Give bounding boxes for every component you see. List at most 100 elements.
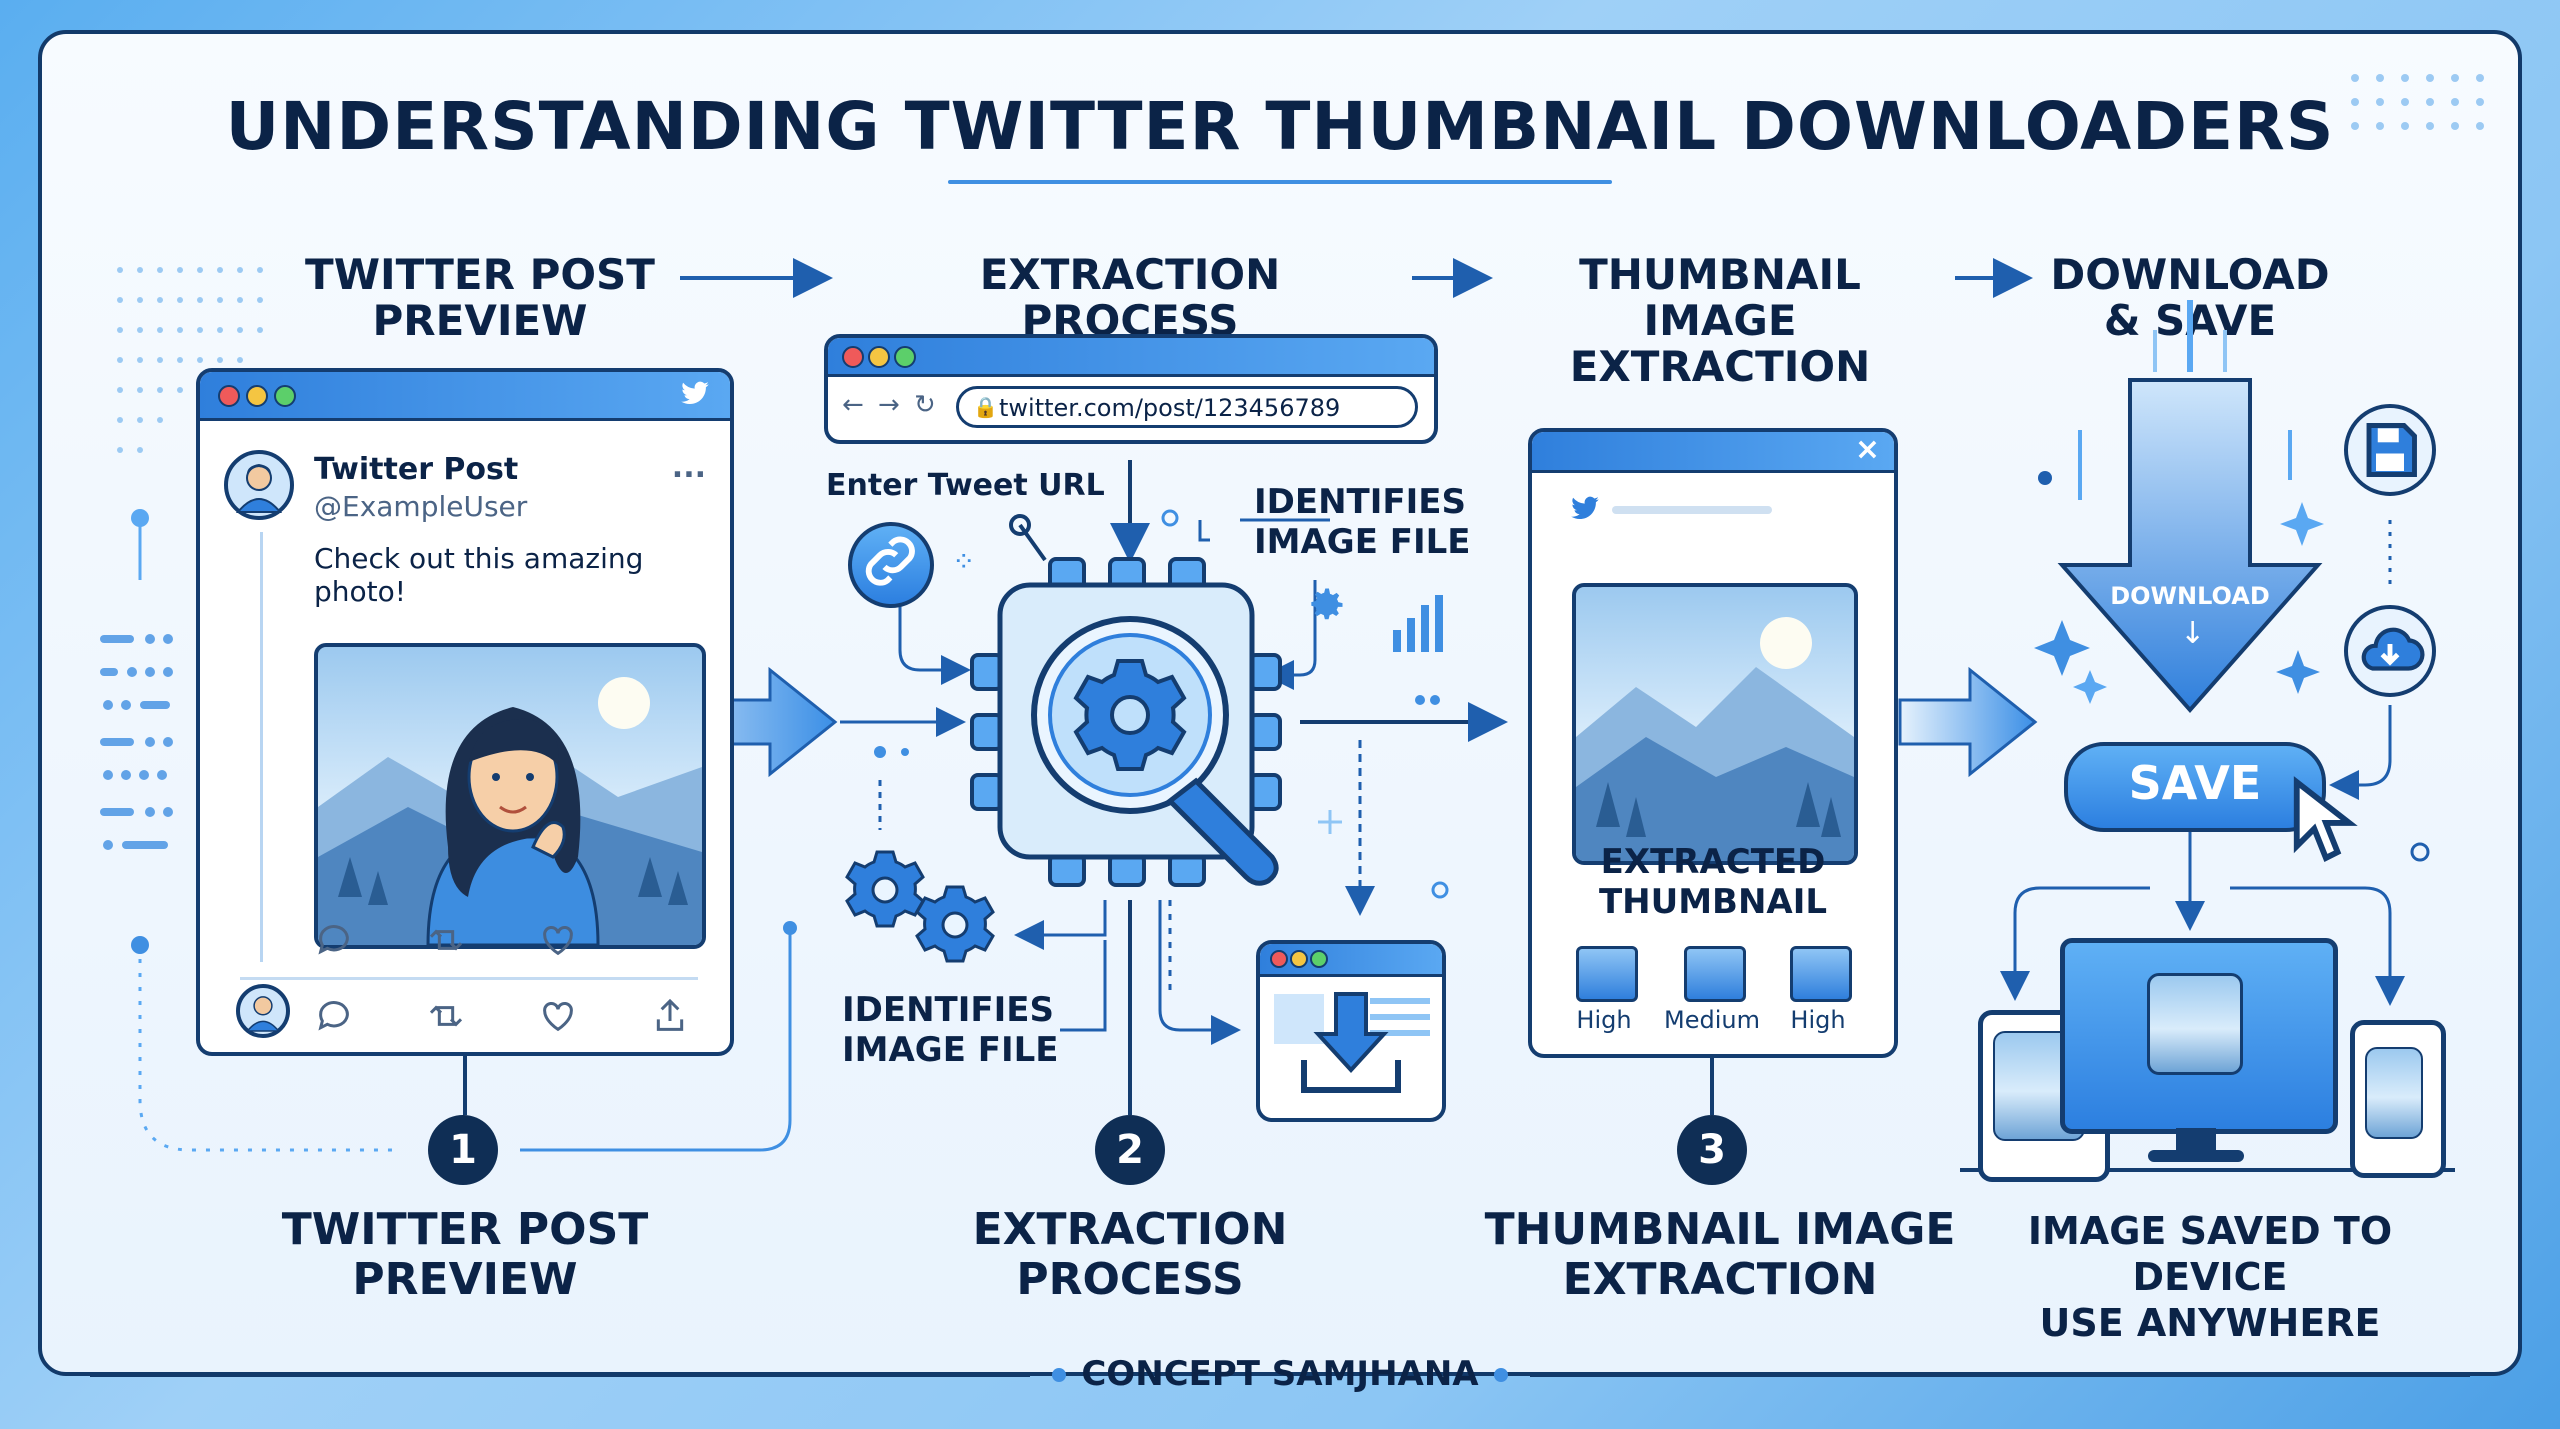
step-label-4: IMAGE SAVED TO DEVICE USE ANYWHERE — [1960, 1208, 2460, 1346]
footer-brand: CONCEPT SAMJHANA — [1081, 1354, 1479, 1394]
step-number-3: 3 — [1677, 1115, 1747, 1185]
reload-icon[interactable]: ↻ — [914, 390, 936, 420]
monitor-stand — [2176, 1128, 2216, 1150]
small-gear-icon — [1311, 588, 1343, 620]
step-number-1: 1 — [428, 1115, 498, 1185]
step-label-1-line2: PREVIEW — [352, 1254, 578, 1305]
title-underline — [948, 180, 1612, 184]
download-file-window — [1256, 940, 1446, 1122]
like-icon-2[interactable] — [538, 996, 578, 1036]
desktop-monitor — [2060, 938, 2338, 1134]
step-label-3: THUMBNAIL IMAGE EXTRACTION — [1480, 1205, 1960, 1305]
identifies-bottom-line1: IDENTIFIES — [842, 990, 1054, 1030]
identifies-top-line1: IDENTIFIES — [1254, 482, 1466, 522]
window-maximize-dot[interactable] — [274, 385, 296, 407]
thumbnail-window: × EXTRACTED THUMBNAIL High Medium High — [1528, 428, 1898, 1058]
monitor-base — [2148, 1150, 2244, 1162]
avatar[interactable] — [224, 450, 294, 520]
browser-close-dot[interactable] — [842, 346, 864, 368]
dl-line-1 — [1370, 998, 1430, 1004]
step-label-1-line1: TWITTER POST — [281, 1204, 649, 1255]
url-text: twitter.com/post/123456789 — [999, 394, 1341, 422]
extracted-thumbnail-caption: EXTRACTED THUMBNAIL — [1532, 842, 1894, 922]
download-window-titlebar — [1260, 944, 1442, 977]
more-options-icon[interactable]: ... — [671, 450, 706, 485]
footer-dot-left — [1052, 1368, 1066, 1382]
reply-icon[interactable] — [314, 920, 354, 960]
processor-chip — [970, 557, 1282, 887]
phone-device — [2350, 1020, 2446, 1178]
quality-medium-icon[interactable] — [1684, 946, 1746, 1002]
step-header-3: THUMBNAIL IMAGE EXTRACTION — [1500, 252, 1940, 390]
forward-icon[interactable]: → — [878, 390, 900, 420]
step-label-4-line2: USE ANYWHERE — [2039, 1301, 2381, 1345]
reply-avatar[interactable] — [236, 984, 290, 1038]
twitter-bird-icon-small — [1571, 496, 1599, 520]
save-button[interactable]: SAVE — [2064, 742, 2326, 832]
save-disk-icon[interactable] — [2344, 404, 2436, 496]
phone-screen — [2365, 1047, 2423, 1139]
step-label-2-line1: EXTRACTION — [972, 1204, 1288, 1255]
enter-url-label: Enter Tweet URL — [826, 468, 1105, 503]
footer-rule-right — [1530, 1374, 2470, 1377]
window-minimize-dot[interactable] — [246, 385, 268, 407]
thumbnail-caption-line1: EXTRACTED — [1600, 842, 1826, 882]
dl-dot-green — [1310, 950, 1328, 968]
step-header-3-line1: THUMBNAIL IMAGE — [1579, 250, 1861, 345]
quality-medium-label[interactable]: Medium — [1664, 1006, 1760, 1034]
gears-icon — [845, 850, 995, 963]
dl-line-3 — [1370, 1030, 1430, 1036]
browser-window: ← → ↻ 🔒 twitter.com/post/123456789 — [824, 334, 1438, 444]
quality-high-icon[interactable] — [1576, 946, 1638, 1002]
browser-maximize-dot[interactable] — [894, 346, 916, 368]
reply-icon-2[interactable] — [314, 996, 354, 1036]
dl-line-2 — [1370, 1014, 1430, 1020]
quality-high-label-2[interactable]: High — [1790, 1006, 1846, 1034]
thumbnail-caption-line2: THUMBNAIL — [1598, 882, 1828, 922]
footer-dot-right — [1494, 1368, 1508, 1382]
title-placeholder-bar — [1612, 506, 1772, 514]
dl-dot-yellow — [1290, 950, 1308, 968]
step-label-2: EXTRACTION PROCESS — [900, 1205, 1360, 1305]
step-label-2-line2: PROCESS — [1016, 1254, 1244, 1305]
dl-dot-red — [1270, 950, 1288, 968]
step-label-4-line1: IMAGE SAVED TO DEVICE — [2027, 1209, 2393, 1299]
step-label-3-line2: EXTRACTION — [1562, 1254, 1878, 1305]
back-icon[interactable]: ← — [842, 390, 864, 420]
download-arrow-label: DOWNLOAD — [2110, 582, 2270, 610]
thread-line — [260, 532, 263, 962]
step-header-4-line1: DOWNLOAD — [2050, 250, 2330, 299]
tweet-author-handle: @ExampleUser — [314, 490, 528, 523]
footer-rule-left — [90, 1374, 1030, 1377]
tweet-author-name: Twitter Post — [314, 452, 519, 487]
identifies-label-top: IDENTIFIES IMAGE FILE — [1254, 482, 1471, 562]
tweet-divider — [240, 977, 698, 980]
share-icon[interactable] — [650, 996, 690, 1036]
quality-high-label[interactable]: High — [1576, 1006, 1632, 1034]
step-number-2: 2 — [1095, 1115, 1165, 1185]
identifies-top-line2: IMAGE FILE — [1254, 522, 1471, 562]
step-header-1-line2: PREVIEW — [372, 296, 588, 345]
browser-titlebar — [828, 338, 1434, 377]
step-label-3-line1: THUMBNAIL IMAGE — [1484, 1204, 1956, 1255]
lock-icon: 🔒 — [973, 395, 998, 419]
retweet-icon-2[interactable] — [426, 996, 466, 1036]
link-icon[interactable] — [848, 522, 934, 608]
window-close-dot[interactable] — [218, 385, 240, 407]
step-header-1: TWITTER POST PREVIEW — [290, 252, 670, 344]
twitter-post-window: Twitter Post @ExampleUser ... Check out … — [196, 368, 734, 1056]
thumbnail-window-titlebar: × — [1532, 432, 1894, 473]
quality-high-icon-2[interactable] — [1790, 946, 1852, 1002]
like-icon[interactable] — [538, 920, 578, 960]
extracted-thumbnail-image[interactable] — [1572, 583, 1858, 865]
cloud-download-icon[interactable] — [2344, 605, 2436, 697]
tweet-photo[interactable] — [314, 643, 706, 949]
retweet-icon[interactable] — [426, 920, 466, 960]
download-tray-icon[interactable] — [1296, 990, 1406, 1100]
url-bar[interactable]: 🔒 twitter.com/post/123456789 — [956, 386, 1418, 428]
browser-minimize-dot[interactable] — [868, 346, 890, 368]
twitter-bird-icon — [681, 381, 709, 405]
download-arrow — [2057, 378, 2323, 714]
close-icon[interactable]: × — [1854, 432, 1880, 467]
step-header-3-line2: EXTRACTION — [1569, 342, 1871, 391]
